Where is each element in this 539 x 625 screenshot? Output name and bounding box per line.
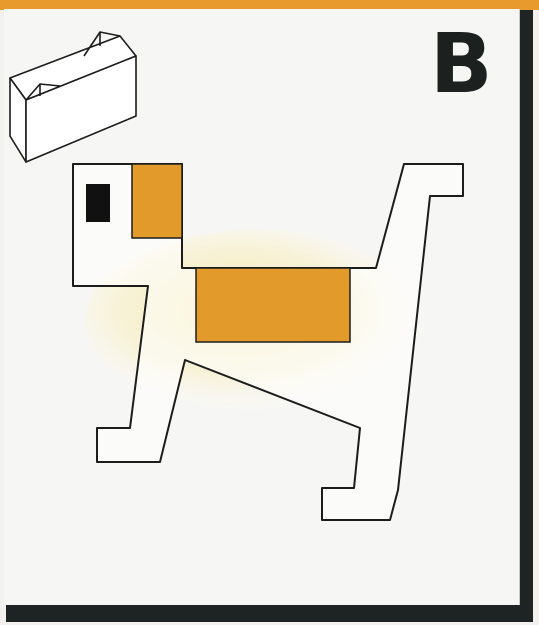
card-letter: B: [430, 24, 493, 106]
ear-patch: [132, 164, 182, 238]
paper-dog-figure: [73, 164, 463, 520]
folded-paper-icon: [10, 32, 136, 162]
dog-eye: [86, 184, 110, 222]
back-patch: [196, 268, 350, 342]
